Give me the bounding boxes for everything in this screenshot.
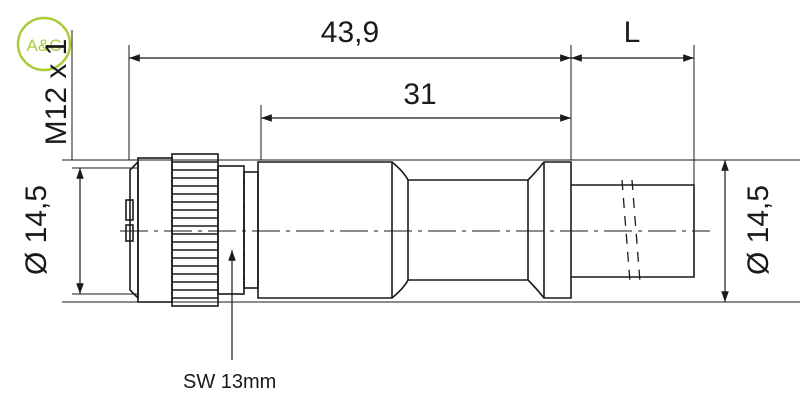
dim-diameter-left: Ø 14,5 [20,185,53,275]
dim-thread: M12 x 1 [40,39,73,146]
knurl-pattern [172,161,245,299]
dimension-lines [76,54,729,360]
dim-diameter-right: Ø 14,5 [742,185,775,275]
connector-body [125,153,695,307]
brand-logo: A&C [16,16,72,72]
coupling-nut [171,153,219,307]
wrench-size-label: SW 13mm [183,371,276,393]
dim-body-length: 31 [403,78,436,111]
dim-cable-length: L [624,16,641,49]
extension-lines [62,30,800,303]
dim-overall-length: 43,9 [321,16,379,49]
housing [257,161,572,299]
logo-text: A&C [27,36,62,55]
